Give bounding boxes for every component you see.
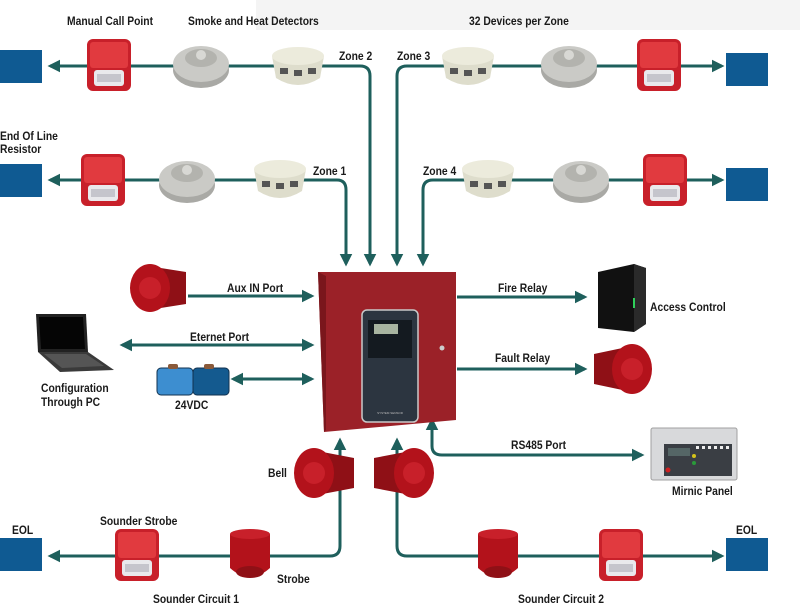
eol-box-zone2 [0,50,42,83]
ethernet-port-label: Eternet Port [190,330,250,344]
bell-icon [374,448,434,498]
sounder-strobe-icon [115,529,159,581]
horn-sounder-icon [130,264,186,312]
zone4-wire [416,173,725,267]
bell-icon [294,448,354,498]
smoke-detector-icon [272,47,324,85]
bell-label: Bell [268,466,287,480]
eol-resistor-label-line2: Resistor [0,142,42,156]
heat-detector-icon [553,161,609,203]
mirnic-panel-icon [650,427,738,481]
sounder-strobe-label: Sounder Strobe [100,514,178,528]
smoke-detector-icon [462,160,514,198]
eol-box-zone4 [726,168,768,201]
access-control-icon [598,264,646,332]
heat-detector-icon [541,46,597,88]
heat-detector-icon [173,46,229,88]
zone3-wire [390,59,725,267]
pc-config-label-line2: Through PC [41,395,101,409]
strobe-icon [230,529,270,578]
smoke-detector-icon [442,47,494,85]
sounder-strobe-icon [599,529,643,581]
sounder-circuit1-wire [47,437,347,563]
manual-call-point-icon [87,39,131,91]
eol-right-label: EOL [736,523,758,537]
sounder-circuit2-label: Sounder Circuit 2 [518,592,605,606]
laptop-icon [36,314,114,372]
zone2-label: Zone 2 [339,49,373,63]
eol-box-zone1 [0,164,42,197]
sounder-circuit1-label: Sounder Circuit 1 [153,592,240,606]
rs485-port-label: RS485 Port [511,438,567,452]
strobe-icon [478,529,518,578]
eol-box-zone3 [726,53,768,86]
zone1-label: Zone 1 [313,164,347,178]
aux-in-port-label: Aux IN Port [227,281,284,295]
manual-call-point-icon [643,154,687,206]
sounder-circuit2-wire [390,437,725,563]
smoke-heat-detectors-label: Smoke and Heat Detectors [188,14,319,28]
eol-box-circuit2 [726,538,768,571]
horn-sounder-icon [594,344,652,394]
battery-icon [156,364,230,396]
zone1-wire [47,173,353,267]
mirnic-panel-label: Mirnic Panel [672,484,733,498]
header-band [256,0,800,30]
pc-config-label-line1: Configuration [41,381,109,395]
panel-brand-text: SYSTEM SENSOR [377,411,404,415]
strobe-label: Strobe [277,572,310,586]
eol-left-label: EOL [12,523,34,537]
fault-relay-label: Fault Relay [495,351,551,365]
zone4-label: Zone 4 [423,164,457,178]
manual-call-point-icon [637,39,681,91]
eol-box-circuit1 [0,538,42,571]
manual-call-point-icon [81,154,125,206]
smoke-detector-icon [254,160,306,198]
manual-call-point-label: Manual Call Point [67,14,154,28]
zone3-label: Zone 3 [397,49,431,63]
zone2-wire [47,59,377,267]
access-control-label: Access Control [650,300,726,314]
fire-alarm-control-panel: SYSTEM SENSOR [318,272,456,432]
eol-resistor-label-line1: End Of Line [0,129,58,143]
power-24vdc-label: 24VDC [175,398,209,412]
devices-per-zone-label: 32 Devices per Zone [469,14,569,28]
heat-detector-icon [159,161,215,203]
fire-relay-label: Fire Relay [498,281,548,295]
